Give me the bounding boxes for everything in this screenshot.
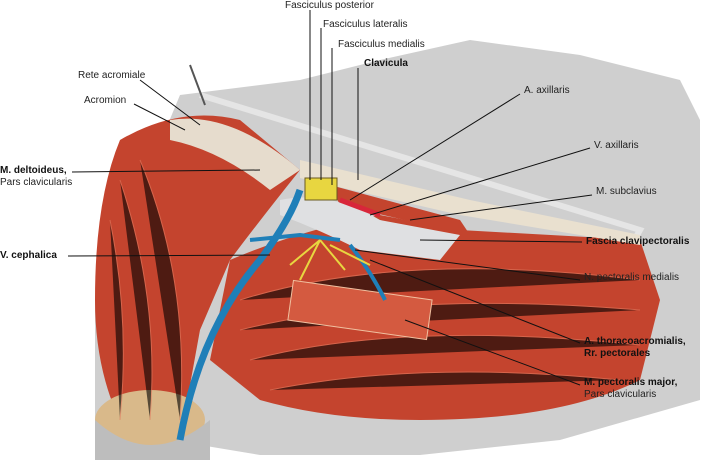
arm-skin: [95, 420, 210, 460]
label-m-pectoralis-major-sub: Pars clavicularis: [584, 389, 657, 400]
label-v-cephalica: V. cephalica: [0, 250, 57, 261]
fascia: [280, 197, 460, 260]
pectoral-nerves: [289, 239, 371, 281]
label-fasciculus-lateralis: Fasciculus lateralis: [323, 19, 408, 30]
label-fasciculus-posterior: Fasciculus posterior: [285, 0, 374, 11]
label-clavicula: Clavicula: [364, 58, 408, 69]
clavicle: [300, 160, 640, 245]
vein-branch: [249, 232, 341, 242]
label-rete-acromiale: Rete acromiale: [78, 70, 146, 81]
label-m-deltoideus-sub: Pars clavicularis: [0, 177, 73, 188]
label-acromion: Acromion: [84, 95, 127, 106]
deltoid-tendon: [170, 118, 300, 190]
label-fascia-clavipectoralis: Fascia clavipectoralis: [586, 236, 690, 247]
label-a-thoracoacromialis-sub: Rr. pectorales: [584, 348, 651, 359]
vein-branch-2: [348, 243, 387, 301]
axillary-artery: [339, 197, 381, 218]
label-m-deltoideus: M. deltoideus,: [0, 165, 67, 176]
label-fasciculus-medialis: Fasciculus medialis: [338, 39, 425, 50]
label-m-pectoralis-major: M. pectoralis major,: [584, 377, 678, 388]
cephalic-vein: [176, 188, 304, 441]
label-a-axillaris: A. axillaris: [524, 85, 570, 96]
label-m-subclavius: M. subclavius: [596, 186, 657, 197]
subclavius: [330, 185, 470, 235]
probe: [189, 64, 206, 106]
label-a-thoracoacromialis: A. thoracoacromialis,: [584, 336, 686, 347]
label-v-axillaris: V. axillaris: [594, 140, 639, 151]
leader-lines: [67, 10, 593, 386]
label-n-pectoralis-medialis: N. pectoralis medialis: [584, 272, 680, 283]
cut-pectoralis-flap: [287, 279, 433, 341]
